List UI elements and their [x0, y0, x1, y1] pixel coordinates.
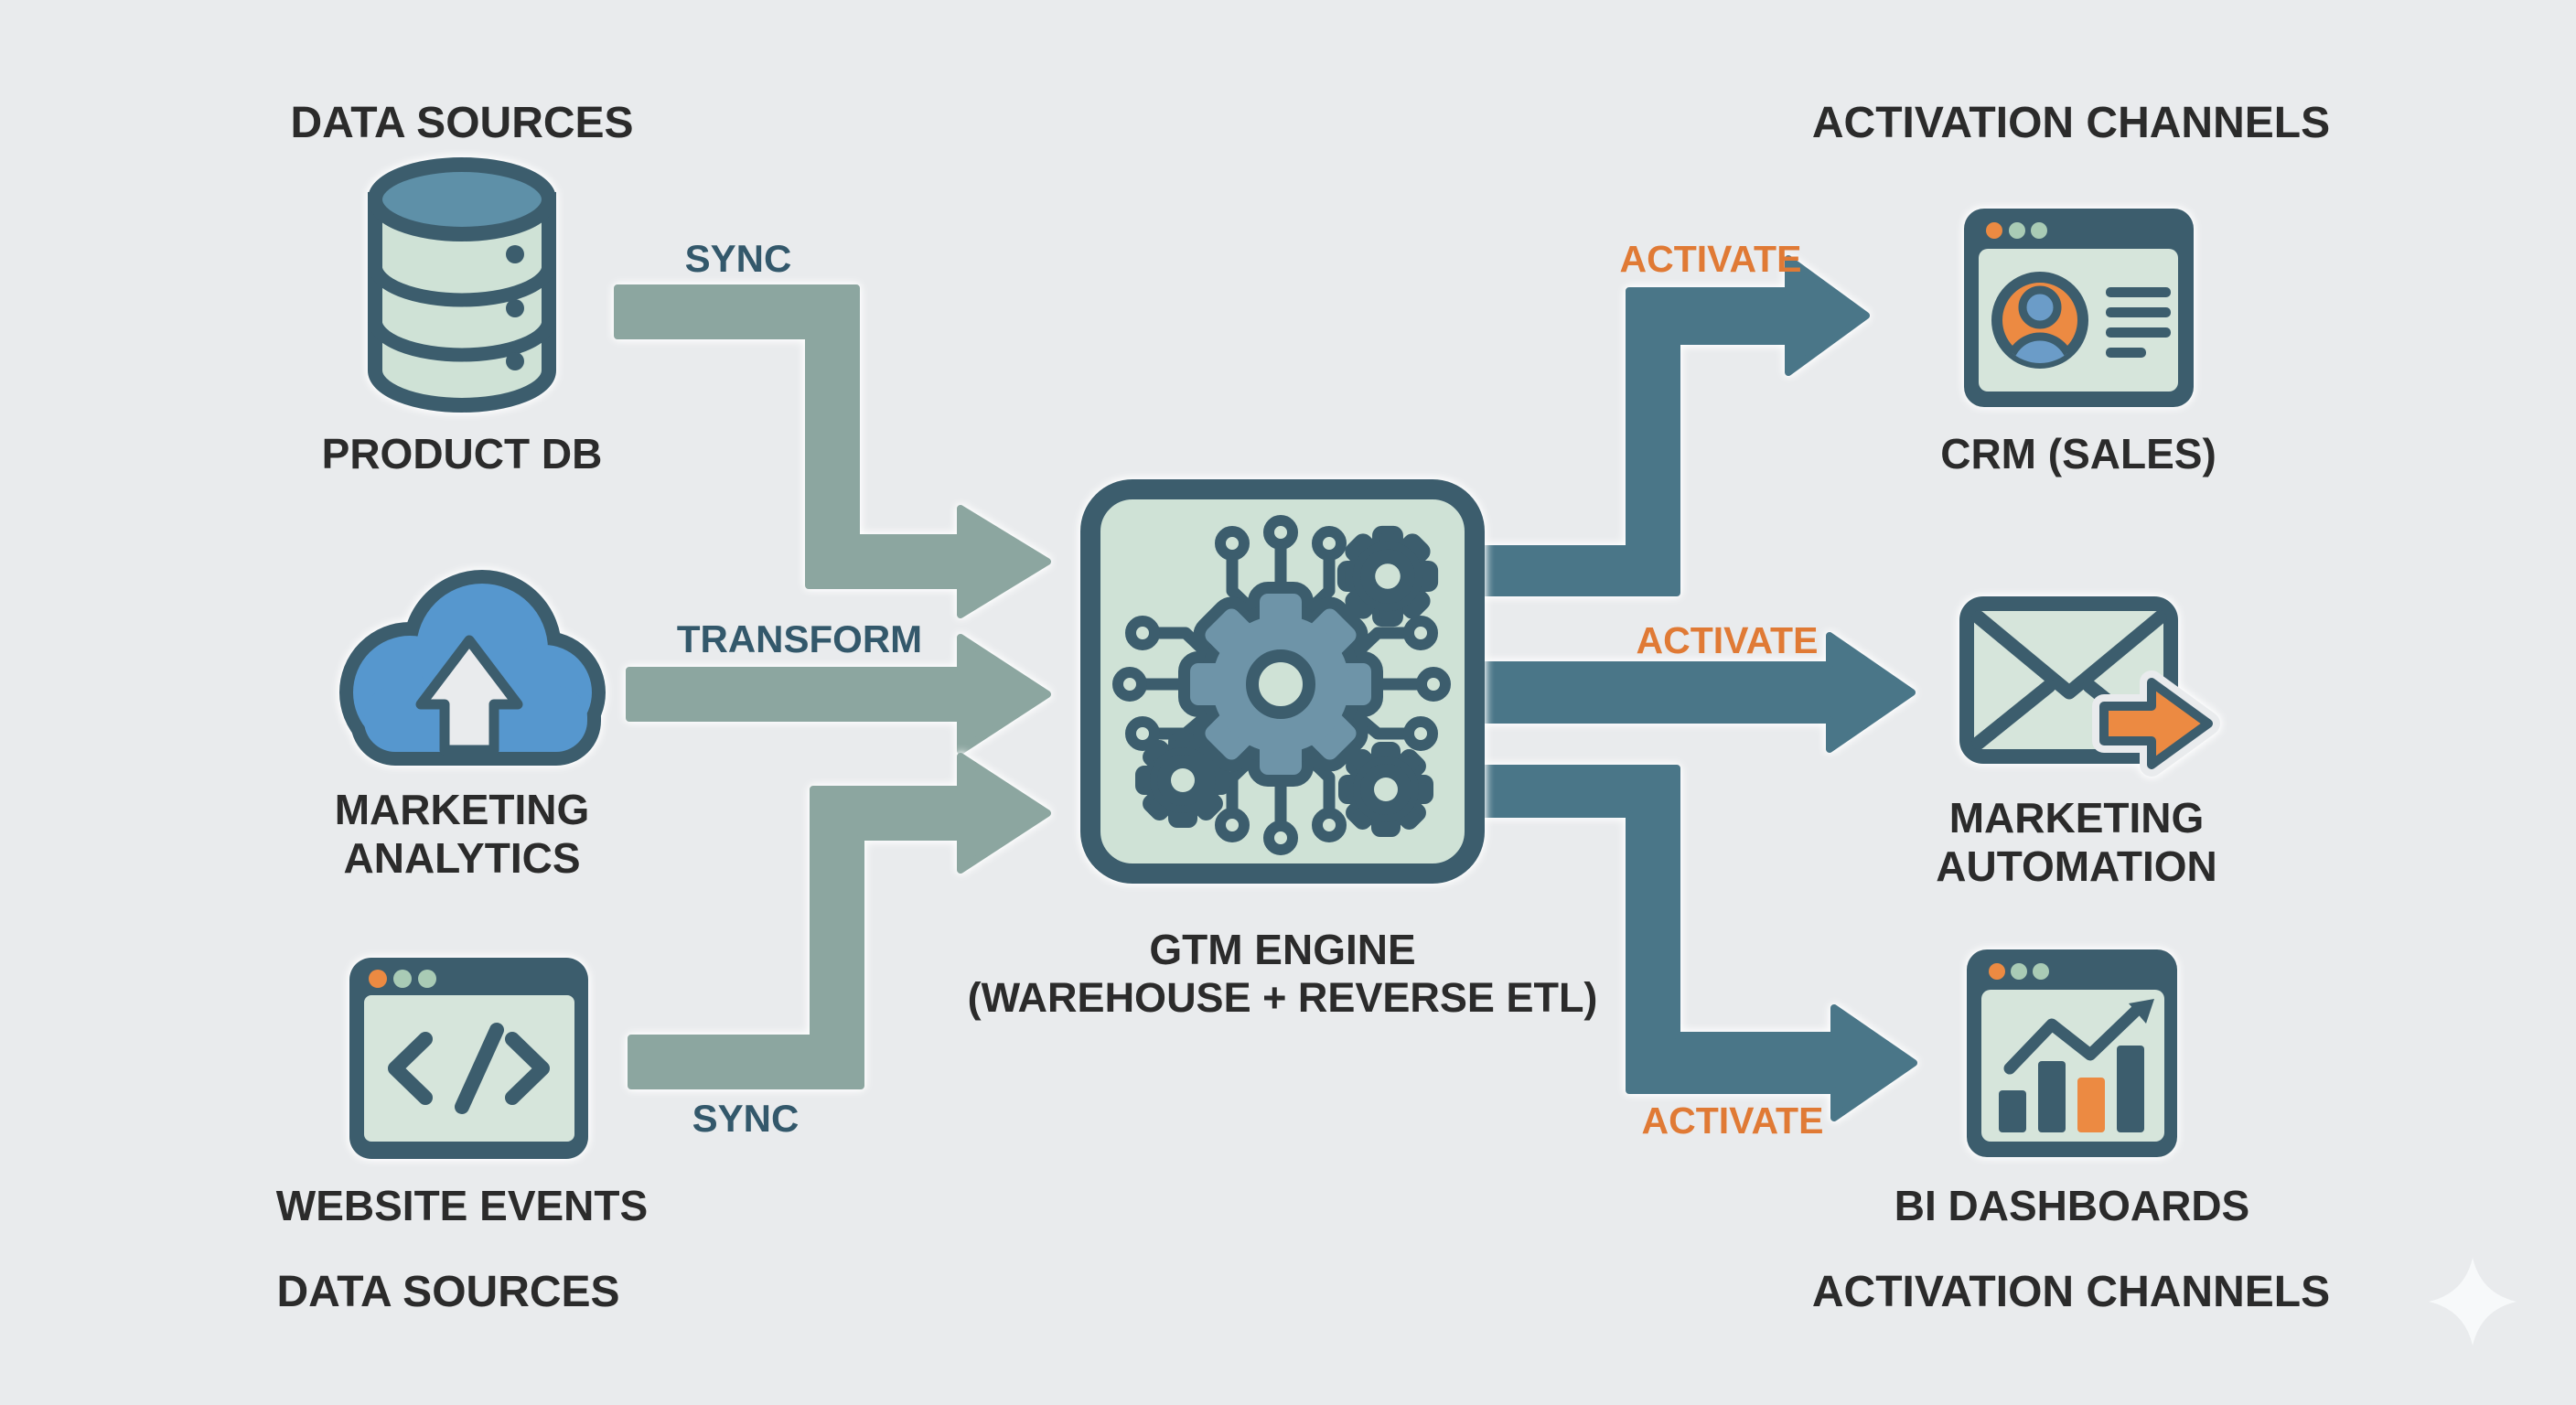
label-crm-sales: CRM (SALES) — [1940, 430, 2216, 477]
label-marketing-automation-line1: MARKETING — [1949, 794, 2205, 842]
footer-data-sources: DATA SOURCES — [276, 1268, 619, 1316]
header-data-sources: DATA SOURCES — [290, 99, 633, 147]
gtm-engine-icon — [1080, 479, 1485, 884]
label-engine-title: GTM ENGINE — [1149, 926, 1415, 973]
label-website-events: WEBSITE EVENTS — [276, 1182, 648, 1229]
footer-activation-channels: ACTIVATION CHANNELS — [1812, 1268, 2330, 1316]
edge-label-transform: TRANSFORM — [677, 617, 922, 660]
activate-arrow-top — [1451, 255, 1870, 596]
database-icon — [368, 157, 556, 413]
contact-avatar-icon — [1991, 272, 2088, 369]
transform-arrow — [626, 634, 1051, 755]
trend-arrow-icon — [2003, 999, 2154, 1075]
label-bi-dashboards: BI DASHBOARDS — [1894, 1182, 2249, 1229]
sync-arrow-top — [614, 284, 1051, 618]
edge-label-sync-top: SYNC — [685, 237, 792, 280]
bi-dashboard-icon — [1967, 949, 2177, 1157]
sparkle-icon — [2429, 1258, 2517, 1346]
bar-chart-icon — [1999, 1046, 2144, 1132]
label-marketing-automation-line2: AUTOMATION — [1936, 842, 2217, 890]
text-lines — [2106, 287, 2171, 358]
label-marketing-analytics-line1: MARKETING — [335, 786, 590, 833]
label-engine-subtitle: (WAREHOUSE + REVERSE ETL) — [968, 974, 1598, 1021]
code-glyph — [388, 1023, 550, 1114]
label-product-db: PRODUCT DB — [322, 430, 603, 477]
gear-central-icon — [1190, 594, 1371, 775]
edge-label-activate-bottom: ACTIVATE — [1642, 1099, 1824, 1142]
crm-window-icon — [1964, 209, 2194, 407]
code-window-icon — [349, 958, 588, 1159]
sync-arrow-bottom — [628, 753, 1051, 1089]
gear-small-top-right — [1341, 530, 1434, 623]
header-activation-channels: ACTIVATION CHANNELS — [1812, 99, 2330, 147]
forward-arrow-icon — [2099, 678, 2213, 769]
cloud-upload-icon — [353, 584, 592, 752]
edge-label-activate-top: ACTIVATE — [1620, 238, 1802, 280]
label-marketing-analytics-line2: ANALYTICS — [344, 834, 581, 882]
upload-arrow-icon — [415, 635, 523, 756]
edge-label-sync-bottom: SYNC — [692, 1097, 800, 1140]
edge-label-activate-middle: ACTIVATE — [1637, 619, 1819, 661]
activate-arrow-middle — [1451, 632, 1916, 753]
activate-arrow-bottom — [1451, 765, 1917, 1121]
email-send-icon — [1959, 596, 2220, 777]
gear-small-bottom-right — [1342, 745, 1430, 833]
